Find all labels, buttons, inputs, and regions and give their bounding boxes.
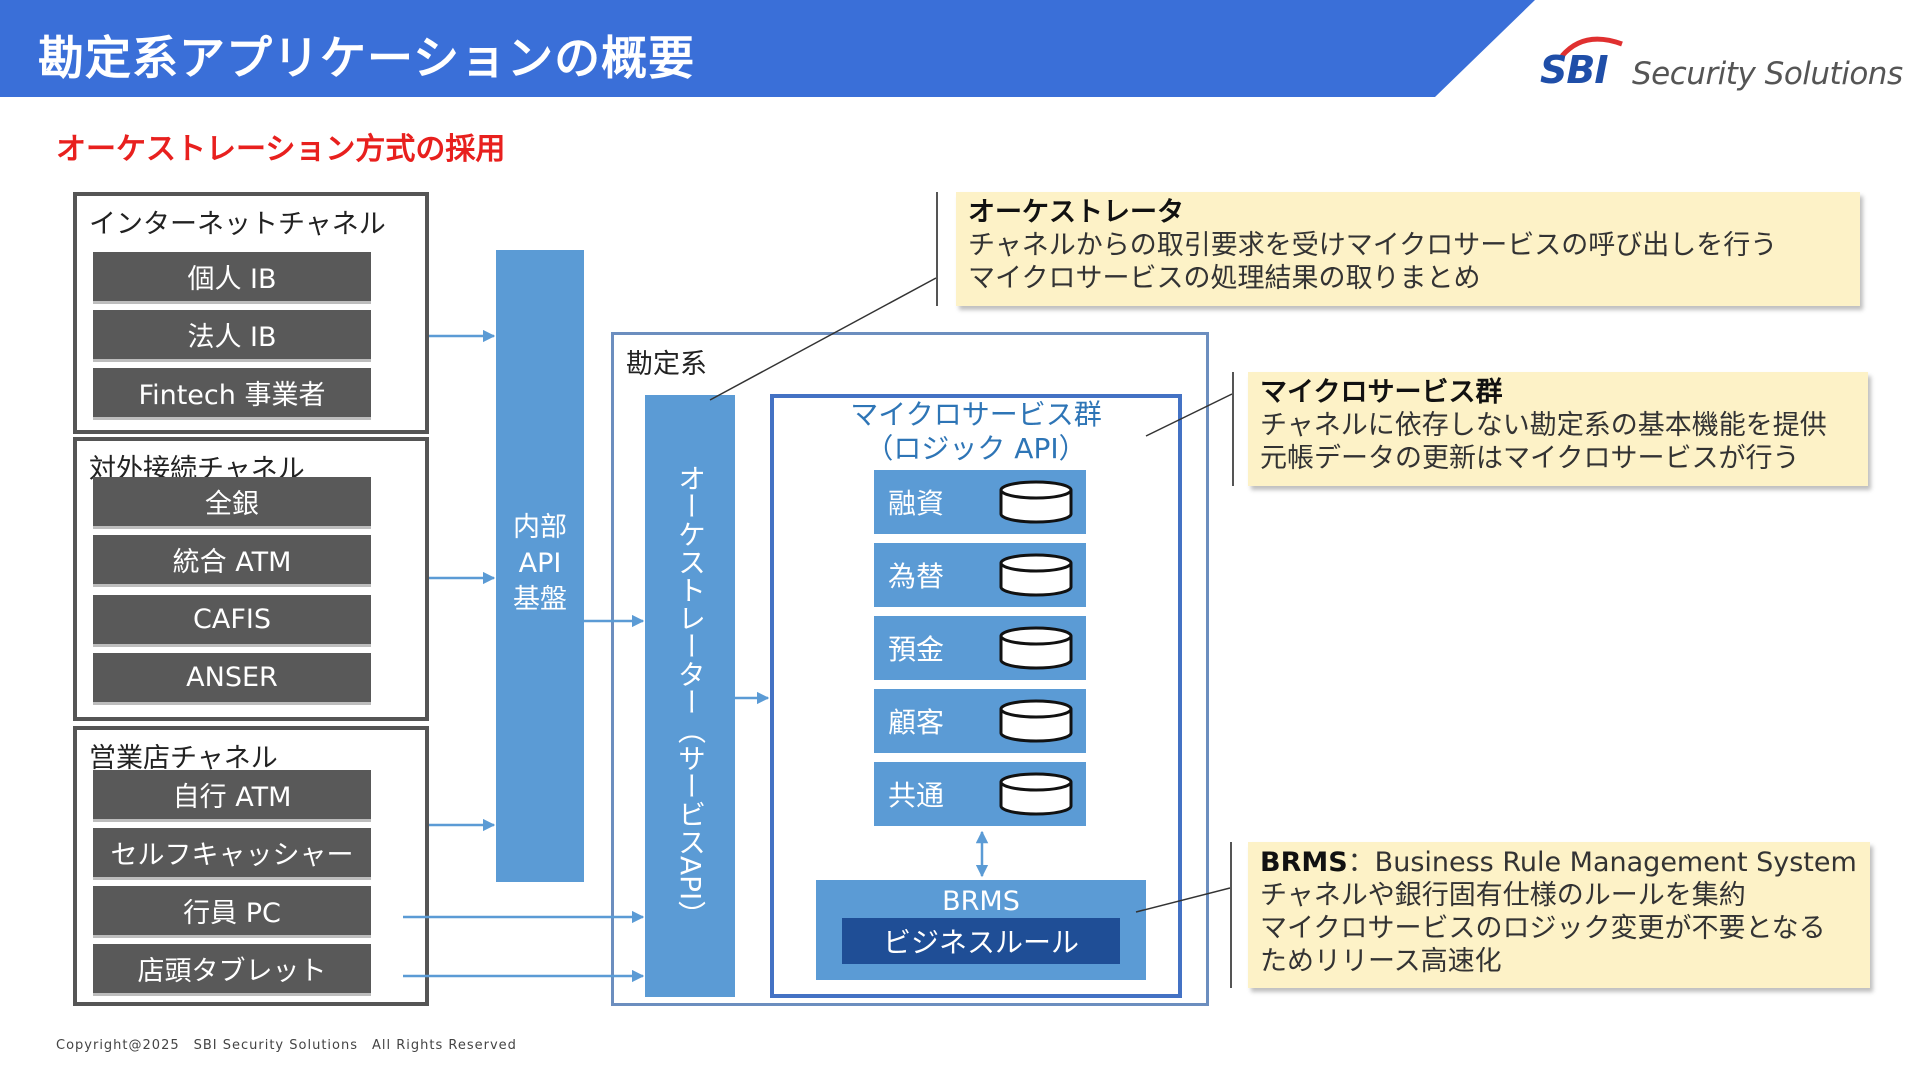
channel-item: セルフキャッシャー bbox=[93, 828, 371, 880]
note-bar bbox=[1232, 372, 1234, 486]
channel-item: CAFIS bbox=[93, 595, 371, 647]
note-title: オーケストレータ bbox=[968, 197, 1184, 228]
note-line: チャネルからの取引要求を受けマイクロサービスの呼び出しを行う bbox=[968, 230, 1778, 261]
logo-swoosh-icon bbox=[1560, 36, 1623, 58]
microservices-box bbox=[770, 394, 1182, 998]
channel-group-branch: 営業店チャネル 自行 ATM セルフキャッシャー 行員 PC 店頭タブレット bbox=[73, 726, 429, 1006]
microservice-label: 為替 bbox=[888, 560, 945, 593]
note-bar bbox=[1230, 842, 1232, 988]
logo-mark: SBI bbox=[1540, 48, 1608, 92]
channel-item: Fintech 事業者 bbox=[93, 368, 371, 420]
internal-api-label: 内部 API 基盤 bbox=[496, 510, 584, 618]
database-icon bbox=[999, 480, 1073, 524]
database-icon bbox=[999, 772, 1073, 816]
database-icon bbox=[999, 553, 1073, 597]
internal-api-label-line: 基盤 bbox=[513, 584, 567, 615]
note-brms: BRMS：Business Rule Management System チャネ… bbox=[1248, 842, 1870, 988]
note-title: BRMS bbox=[1260, 847, 1348, 878]
channel-item: 店頭タブレット bbox=[93, 944, 371, 996]
slide-title: 勘定系アプリケーションの概要 bbox=[38, 31, 696, 85]
microservice-label: 共通 bbox=[888, 779, 945, 812]
note-title: マイクロサービス群 bbox=[1260, 377, 1503, 408]
microservice-item: 預金 bbox=[874, 616, 1086, 680]
orchestrator-label: オーケストレーター （サービスAPI） bbox=[645, 395, 735, 997]
internal-api-label-line: 内部 bbox=[513, 512, 567, 543]
channel-item: 法人 IB bbox=[93, 310, 371, 362]
microservices-title: マイクロサービス群 （ロジック API） bbox=[770, 398, 1182, 466]
microservice-item: 共通 bbox=[874, 762, 1086, 826]
microservices-title-line: マイクロサービス群 bbox=[850, 398, 1102, 431]
brms-label: BRMS bbox=[942, 886, 1020, 917]
orchestrator bbox=[645, 395, 735, 997]
channel-item: 全銀 bbox=[93, 477, 371, 529]
note-microservices: マイクロサービス群 チャネルに依存しない勘定系の基本機能を提供 元帳データの更新… bbox=[1248, 372, 1868, 486]
slide-subtitle: オーケストレーション方式の採用 bbox=[56, 132, 506, 167]
channel-group-internet: インターネットチャネル 個人 IB 法人 IB Fintech 事業者 bbox=[73, 192, 429, 434]
microservice-item: 為替 bbox=[874, 543, 1086, 607]
microservice-label: 融資 bbox=[888, 487, 945, 520]
copyright: Copyright@2025 SBI Security Solutions Al… bbox=[56, 1038, 517, 1053]
channel-item: 個人 IB bbox=[93, 252, 371, 304]
note-line: チャネルや銀行固有仕様のルールを集約 bbox=[1260, 880, 1746, 911]
microservice-item: 融資 bbox=[874, 470, 1086, 534]
note-title-row: BRMS：Business Rule Management System bbox=[1260, 846, 1858, 879]
note-line: マイクロサービスのロジック変更が不要となる bbox=[1260, 913, 1826, 944]
orchestrator-label-line: オーケストレーター bbox=[674, 463, 707, 716]
database-icon bbox=[999, 626, 1073, 670]
microservice-label: 預金 bbox=[888, 633, 945, 666]
channel-item: 行員 PC bbox=[93, 886, 371, 938]
channel-group-title: 営業店チャネル bbox=[89, 743, 278, 774]
channel-group-external: 対外接続チャネル 全銀 統合 ATM CAFIS ANSER bbox=[73, 437, 429, 721]
header-band bbox=[0, 0, 1535, 97]
company-logo: SBI Security Solutions bbox=[1540, 30, 1903, 100]
note-title-suffix: ：Business Rule Management System bbox=[1347, 847, 1857, 878]
internal-api-platform bbox=[496, 250, 584, 882]
microservice-item: 顧客 bbox=[874, 689, 1086, 753]
orchestrator-label-line: （サービスAPI） bbox=[674, 715, 707, 929]
business-rule-box: ビジネスルール bbox=[842, 918, 1120, 964]
channel-item: 統合 ATM bbox=[93, 535, 371, 587]
note-line: 元帳データの更新はマイクロサービスが行う bbox=[1260, 443, 1800, 474]
note-orchestrator: オーケストレータ チャネルからの取引要求を受けマイクロサービスの呼び出しを行う … bbox=[956, 192, 1860, 306]
note-line: マイクロサービスの処理結果の取りまとめ bbox=[968, 263, 1481, 294]
core-system-label: 勘定系 bbox=[626, 349, 707, 380]
note-line: ためリリース高速化 bbox=[1260, 946, 1502, 977]
channel-item: ANSER bbox=[93, 653, 371, 705]
database-icon bbox=[999, 699, 1073, 743]
note-line: チャネルに依存しない勘定系の基本機能を提供 bbox=[1260, 410, 1827, 441]
internal-api-label-line: API bbox=[518, 548, 562, 579]
note-bar bbox=[936, 192, 938, 306]
channel-group-title: インターネットチャネル bbox=[89, 209, 386, 240]
logo-text: Security Solutions bbox=[1632, 56, 1903, 92]
microservices-title-line: （ロジック API） bbox=[865, 432, 1087, 465]
microservice-label: 顧客 bbox=[888, 706, 945, 739]
channel-item: 自行 ATM bbox=[93, 770, 371, 822]
